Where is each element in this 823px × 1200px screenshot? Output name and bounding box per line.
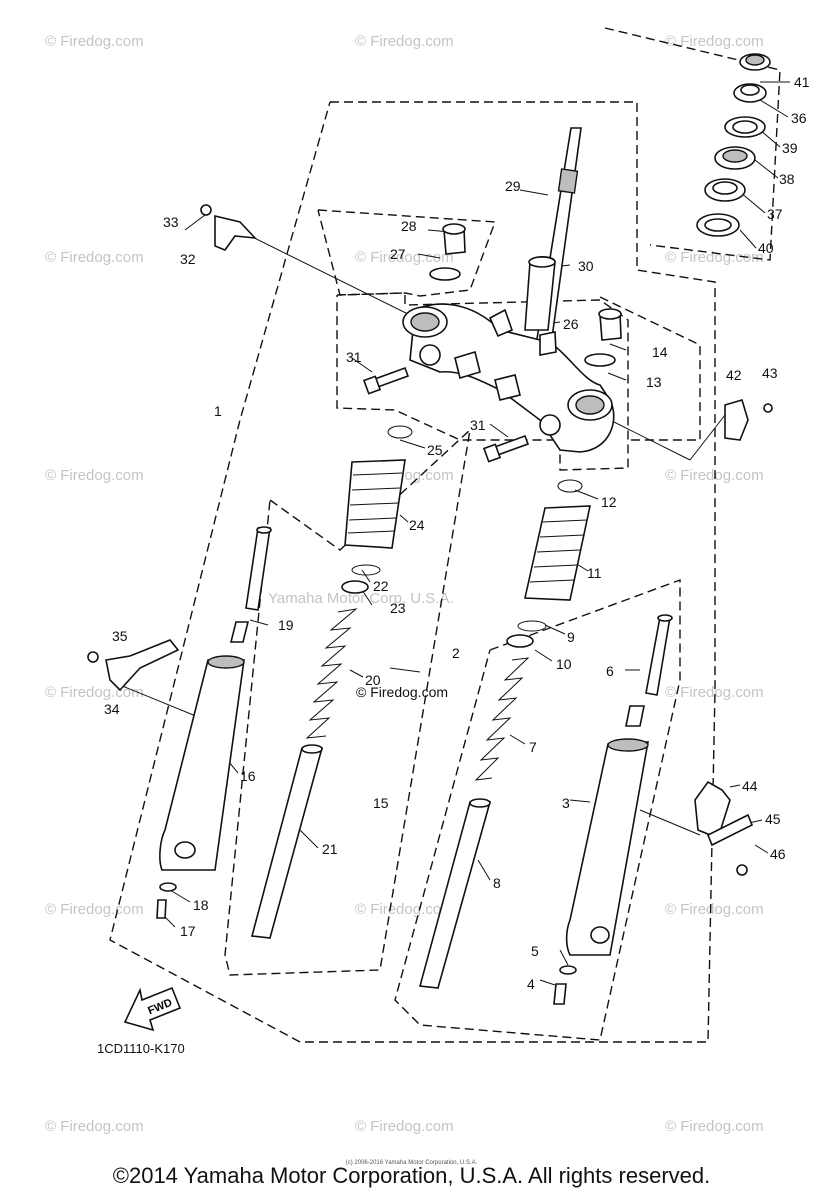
callout: 19 xyxy=(278,617,294,633)
under-bracket xyxy=(402,303,615,453)
watermark: © Firedog.com xyxy=(45,249,144,266)
callout: 11 xyxy=(587,565,602,581)
watermark: © Firedog.com xyxy=(45,1118,144,1135)
watermark: © Firedog.com xyxy=(355,249,454,266)
dust-boots xyxy=(344,425,591,601)
callout-labels: 1 2 3 4 5 6 7 8 9 10 11 12 13 14 15 16 1… xyxy=(104,74,810,992)
outline-right-fork xyxy=(394,578,681,1041)
watermark: © Firedog.com xyxy=(45,467,144,484)
callout: 24 xyxy=(409,517,425,533)
callout: 32 xyxy=(180,251,196,267)
callout: 15 xyxy=(373,795,389,811)
callout: 34 xyxy=(104,701,120,717)
fine-print: (c) 2006-2016 Yamaha Motor Corporation, … xyxy=(345,1160,478,1166)
callout: 39 xyxy=(782,140,798,156)
callout: 17 xyxy=(180,923,196,939)
outline-group-1 xyxy=(109,101,716,1043)
inline-watermark: © Firedog.com xyxy=(356,684,448,700)
callout: 45 xyxy=(765,811,781,827)
watermark: © Firedog.com xyxy=(355,33,454,50)
callout: 10 xyxy=(556,656,572,672)
diagram-code: 1CD1110-K170 xyxy=(97,1041,185,1056)
callout: 3 xyxy=(562,795,570,811)
callout: 35 xyxy=(112,628,128,644)
inner-tubes xyxy=(250,744,492,989)
callout: 23 xyxy=(390,600,406,616)
watermark: © Firedog.com xyxy=(355,1118,454,1135)
watermark: © Firedog.com xyxy=(665,33,764,50)
watermark: © Firedog.com xyxy=(45,33,144,50)
watermark: © Firedog.com xyxy=(665,684,764,701)
callout: 13 xyxy=(646,374,662,390)
callout: 5 xyxy=(531,943,539,959)
callout: 16 xyxy=(240,768,256,784)
callout: 2 xyxy=(452,645,460,661)
callout: 1 xyxy=(214,403,222,419)
callout: 22 xyxy=(373,578,389,594)
callout: 30 xyxy=(578,258,594,274)
watermark-grid: © Firedog.com © Firedog.com © Firedog.co… xyxy=(45,33,764,1135)
callout: 28 xyxy=(401,218,417,234)
outline-crown-box xyxy=(336,292,629,471)
callout: 18 xyxy=(193,897,209,913)
callout: 42 xyxy=(726,367,742,383)
outline-bearing-stack xyxy=(604,27,781,261)
callout: 9 xyxy=(567,629,575,645)
callout: 7 xyxy=(529,739,537,755)
callout: 26 xyxy=(563,316,579,332)
fork-caps xyxy=(429,223,622,367)
watermark: © Firedog.com xyxy=(45,901,144,918)
callout: 27 xyxy=(390,246,406,262)
leader-lines xyxy=(119,81,790,986)
watermark: © Firedog.com xyxy=(45,684,144,701)
callout: 46 xyxy=(770,846,786,862)
callout: 6 xyxy=(606,663,614,679)
callout: 43 xyxy=(762,365,778,381)
callout: 29 xyxy=(505,178,521,194)
bearing-stack xyxy=(696,53,771,237)
callout: 37 xyxy=(767,206,783,222)
callout: 14 xyxy=(652,344,668,360)
callout: 25 xyxy=(427,442,443,458)
copyright-footer: ©2014 Yamaha Motor Corporation, U.S.A. A… xyxy=(112,1163,711,1188)
watermark: © Firedog.com xyxy=(665,467,764,484)
watermark-center: Yamaha Motor Corp, U.S.A. xyxy=(268,590,454,607)
outer-tubes xyxy=(156,655,649,1005)
outline-right-cap xyxy=(599,296,701,441)
callout: 12 xyxy=(601,494,617,510)
watermark: © Firedog.com xyxy=(665,901,764,918)
callout: 20 xyxy=(365,672,381,688)
fork-springs xyxy=(305,564,547,781)
callout: 4 xyxy=(527,976,535,992)
callout: 36 xyxy=(791,110,807,126)
fwd-arrow-icon: FWD xyxy=(123,986,182,1032)
callout: 40 xyxy=(758,240,774,256)
callout: 33 xyxy=(163,214,179,230)
callout: 21 xyxy=(322,841,338,857)
watermark: © Firedog.com xyxy=(355,901,454,918)
callout: 8 xyxy=(493,875,501,891)
damper-rods xyxy=(229,526,673,727)
pinch-bolts xyxy=(362,366,530,463)
steering-stem xyxy=(524,127,582,346)
callout: 44 xyxy=(742,778,758,794)
callout: 38 xyxy=(779,171,795,187)
callout: 31 xyxy=(470,417,486,433)
watermark: © Firedog.com xyxy=(665,249,764,266)
group-outlines xyxy=(109,27,781,1043)
watermark: © Firedog.com xyxy=(665,1118,764,1135)
callout: 41 xyxy=(794,74,810,90)
callout: 31 xyxy=(346,349,362,365)
outline-left-fork xyxy=(224,428,472,976)
brackets xyxy=(87,204,773,876)
